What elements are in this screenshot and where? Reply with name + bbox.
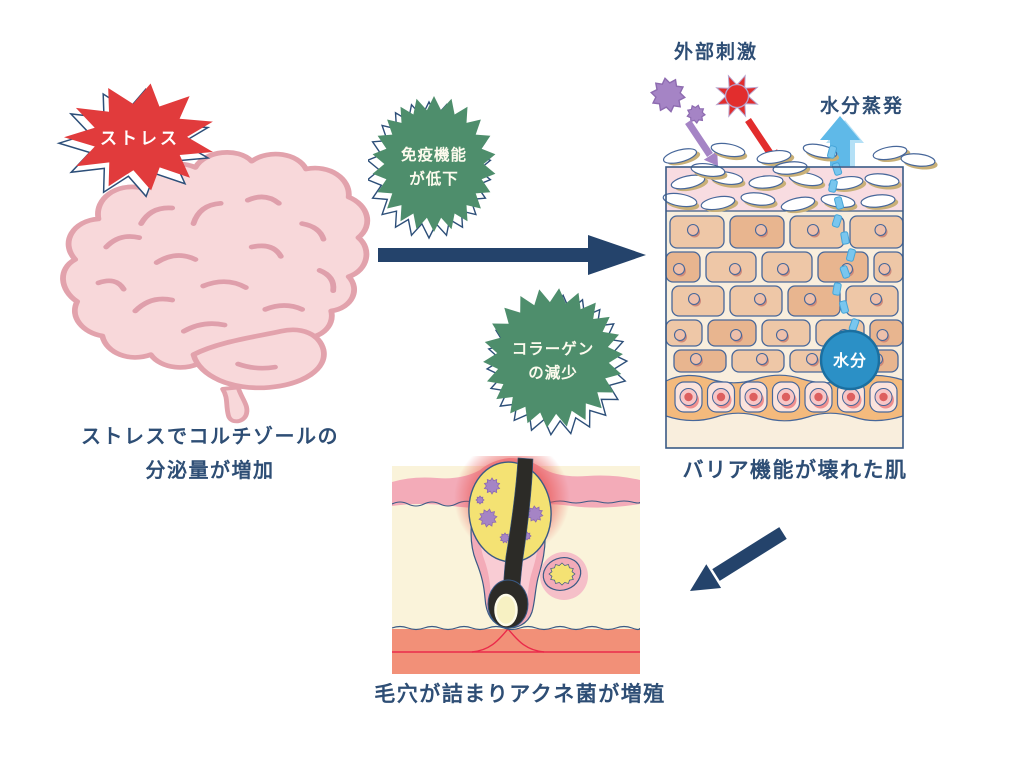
external-stimuli-label: 外部刺激	[674, 40, 758, 63]
brain	[60, 150, 371, 424]
skin-box-border	[665, 166, 904, 449]
brain-caption-line2: 分泌量が増加	[145, 460, 275, 482]
hair-root	[494, 593, 518, 627]
stress-burst-label: ストレス	[100, 129, 180, 148]
skin-cross-section: 水分	[662, 142, 938, 449]
stress-burst-shape	[64, 83, 213, 191]
collagen-burst-line2: の減少	[528, 363, 578, 382]
cell-layer	[665, 215, 904, 373]
collagen-burst: コラーゲン の減少	[483, 288, 629, 437]
water-escape-trail	[827, 145, 860, 332]
evaporation-label: 水分蒸発	[820, 94, 904, 117]
brain-caption-line1: ストレスでコルチゾールの	[81, 426, 339, 448]
allergen-arrow	[685, 120, 718, 166]
flow-arrow-head	[588, 235, 646, 275]
sun-icon	[715, 74, 759, 118]
pore-illustration	[392, 456, 640, 674]
immune-burst: 免疫機能 が低下	[368, 96, 496, 240]
cerebellum	[190, 327, 327, 391]
skin-illustration: 外部刺激 水分蒸発	[650, 40, 938, 449]
collagen-burst-line1: コラーゲン	[512, 339, 595, 358]
flow-arrow-down-left	[690, 527, 787, 591]
down-arrow-head	[690, 564, 722, 591]
brain-caption: ストレスでコルチゾールの 分泌量が増加	[30, 420, 390, 488]
evaporation-arrow-icon	[820, 116, 864, 170]
vessel-branches	[471, 628, 545, 653]
down-arrow-shaft	[712, 527, 787, 581]
brain-stem	[220, 385, 250, 424]
immune-burst-shape	[372, 96, 496, 232]
immune-burst-line1: 免疫機能	[401, 145, 467, 164]
brain-sulci	[95, 194, 337, 371]
water-label: 水分	[833, 351, 867, 370]
basal-cells	[674, 381, 898, 413]
flow-arrow-shaft	[378, 248, 590, 262]
brain-illustration: ストレス	[56, 83, 371, 424]
gland-sebum	[548, 562, 576, 586]
collagen-burst-shape	[483, 288, 623, 428]
pore-caption: 毛穴が詰まりアクネ菌が増殖	[374, 683, 666, 706]
immune-burst-line2: が低下	[409, 169, 459, 188]
water-drop-badge: 水分	[819, 329, 881, 391]
allergen-icon	[650, 77, 686, 113]
flow-arrow-right	[378, 235, 646, 275]
allergen-small-icon	[686, 104, 706, 124]
dermis-boundary-line	[392, 625, 640, 631]
stress-burst: ストレス	[56, 83, 213, 198]
skin-caption: バリア機能が壊れた肌	[682, 459, 908, 482]
